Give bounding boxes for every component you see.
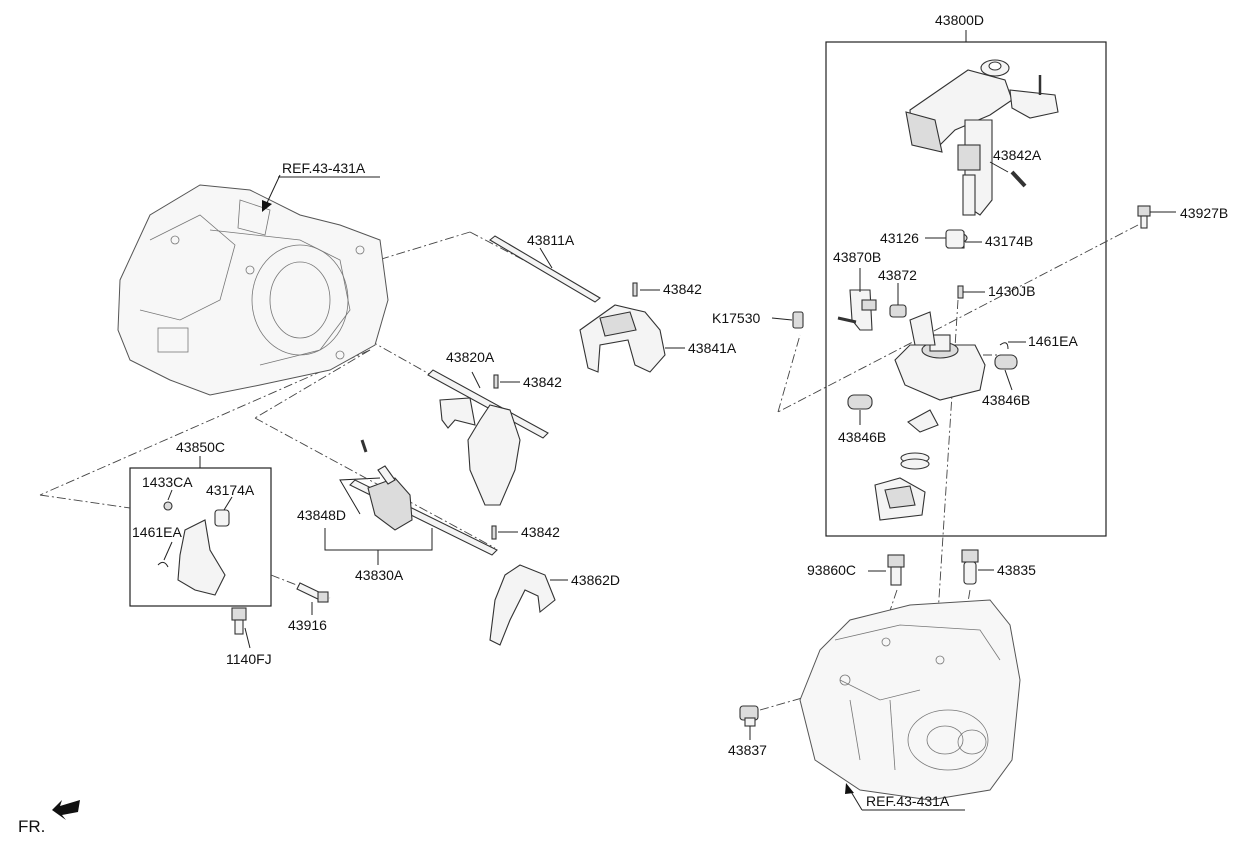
part-bushing-43174B: [945, 229, 965, 249]
label-43837: 43837: [728, 742, 767, 758]
label-1433CA: 1433CA: [142, 474, 193, 490]
part-shift-rail-43811A: [489, 235, 601, 303]
part-pin-1430JB: [957, 285, 964, 299]
label-43835: 43835: [997, 562, 1036, 578]
label-43842-3: 43842: [521, 524, 560, 540]
part-interlock-bracket: [874, 477, 926, 521]
label-43174A: 43174A: [206, 482, 255, 498]
transmission-case-right: [799, 599, 1021, 801]
label-93860C: 93860C: [807, 562, 856, 578]
label-43842-1: 43842: [663, 281, 702, 297]
part-spring: [900, 452, 930, 470]
label-43872: 43872: [878, 267, 917, 283]
part-select-lever-43850C: [157, 501, 230, 596]
label-43842-2: 43842: [523, 374, 562, 390]
part-plate: [907, 409, 939, 433]
label-43846B-right: 43846B: [982, 392, 1030, 408]
label-43811A: 43811A: [527, 232, 575, 248]
label-43927B: 43927B: [1180, 205, 1228, 221]
part-pin-43842A: [1010, 170, 1027, 188]
part-pin-43842-1: [632, 282, 638, 297]
part-bolt-43927B: [1137, 205, 1151, 229]
part-sleeve-43872: [889, 304, 907, 318]
ref-label-top: REF.43-431A: [282, 160, 366, 176]
label-43126: 43126: [880, 230, 919, 246]
part-bolt-1140FJ: [231, 607, 247, 635]
part-bolt-43916: [296, 582, 329, 603]
label-43800D: 43800D: [935, 12, 984, 28]
label-1461EA-right: 1461EA: [1028, 333, 1078, 349]
label-43848D: 43848D: [297, 507, 346, 523]
part-pin-43842-3: [491, 525, 497, 540]
part-detent-43846B-right: [994, 354, 1018, 370]
label-43842A: 43842A: [993, 147, 1042, 163]
part-clip-1461EA-right: [999, 342, 1009, 350]
front-label: FR.: [18, 817, 45, 836]
part-detent-43846B-left: [847, 394, 873, 410]
label-1140FJ: 1140FJ: [226, 651, 272, 667]
label-1430JB: 1430JB: [988, 283, 1035, 299]
label-1461EA-left: 1461EA: [132, 524, 182, 540]
part-shift-rail-43820A: [427, 369, 549, 506]
label-43841A: 43841A: [688, 340, 737, 356]
part-plug-43835: [961, 549, 979, 585]
part-control-lever-assembly: [905, 59, 1059, 216]
part-shift-rail-43830A: [349, 465, 498, 556]
part-switch-93860C: [887, 554, 905, 586]
part-pin-43848D: [360, 439, 368, 453]
label-43870B: 43870B: [833, 249, 881, 265]
label-43846B-left: 43846B: [838, 429, 886, 445]
part-lever-43870B: [837, 289, 877, 331]
label-43862D: 43862D: [571, 572, 620, 588]
front-arrow-icon: [52, 800, 80, 820]
label-43850C: 43850C: [176, 439, 225, 455]
ref-label-bottom: REF.43-431A: [866, 793, 950, 809]
label-43916: 43916: [288, 617, 327, 633]
label-43820A: 43820A: [446, 349, 495, 365]
part-plug-K17530: [792, 311, 804, 329]
label-43174B: 43174B: [985, 233, 1033, 249]
part-selector-housing: [894, 311, 986, 401]
part-plug-43837: [739, 705, 759, 727]
part-shift-fork-43862D: [489, 564, 556, 646]
part-shift-fork-43841A: [579, 304, 666, 373]
label-43830A: 43830A: [355, 567, 404, 583]
label-K17530: K17530: [712, 310, 760, 326]
part-pin-43842-2: [493, 374, 499, 389]
transmission-case-left: [117, 184, 389, 396]
